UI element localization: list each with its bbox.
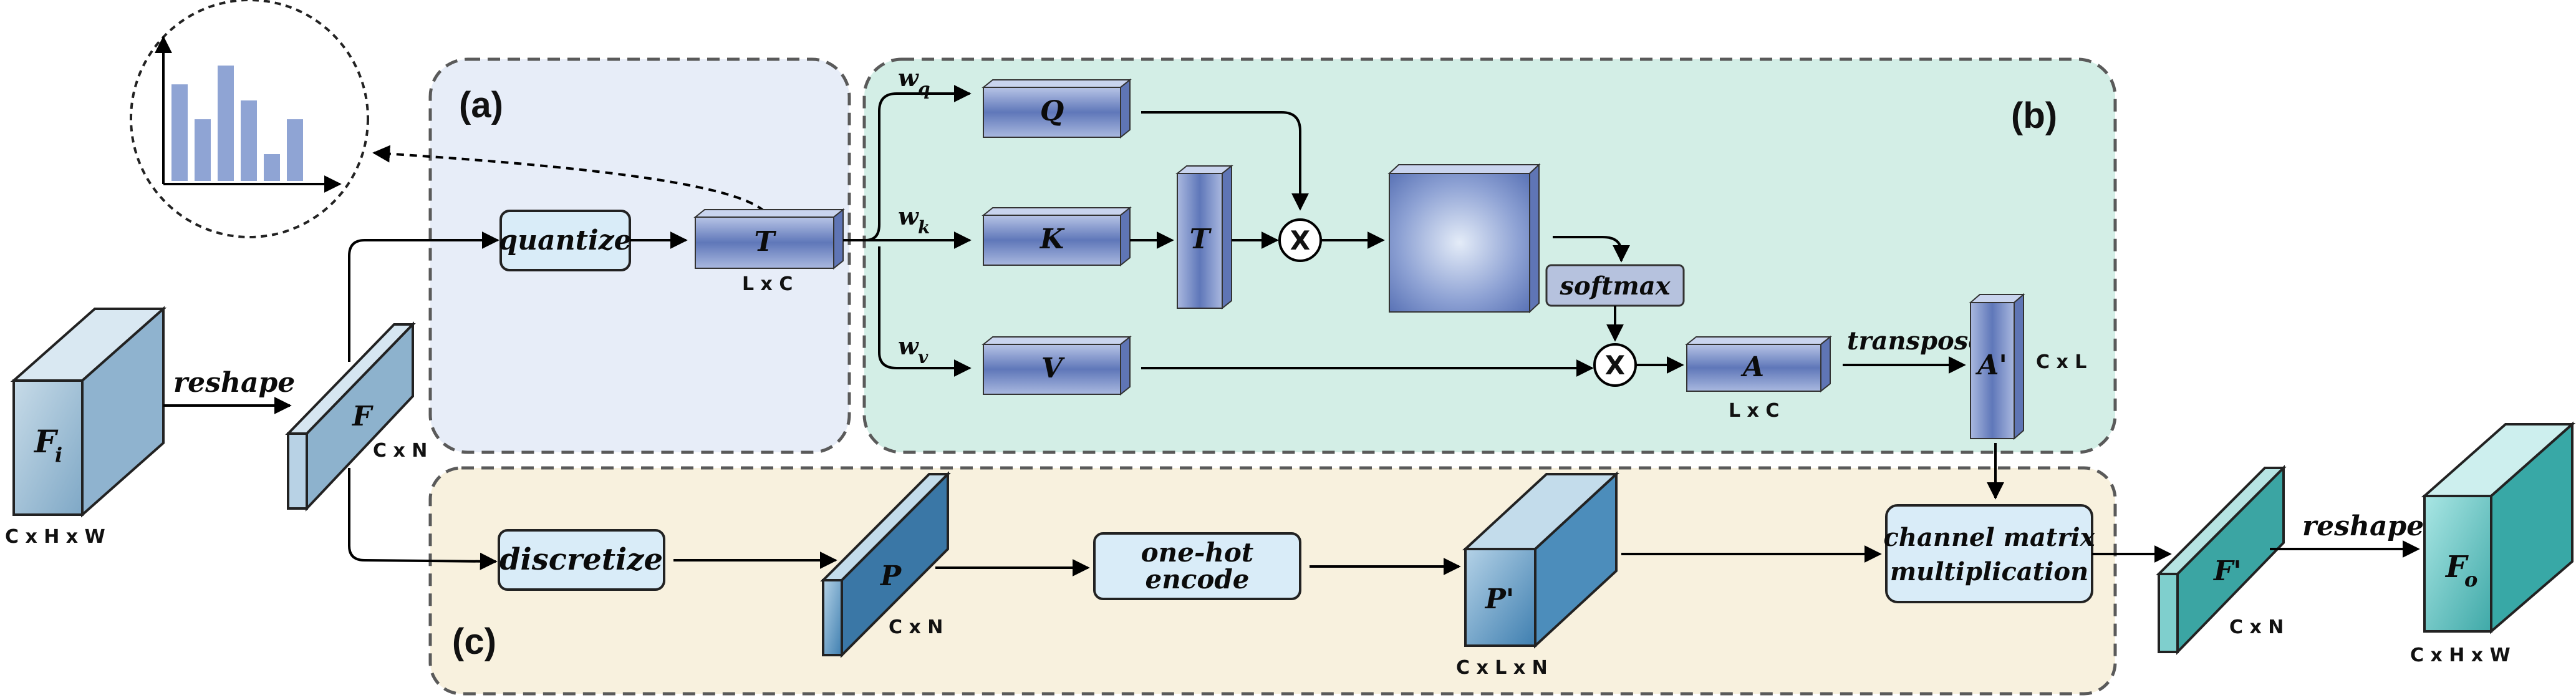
pprime-label: P' <box>1484 583 1515 615</box>
discretize-label: discretize <box>499 542 663 577</box>
q-block: Q <box>982 78 1132 139</box>
edge-t-to-histogram <box>372 145 765 212</box>
aprime-dims: C x L <box>2036 351 2086 373</box>
discretize-box <box>498 529 665 591</box>
kt-label: T <box>1190 223 1212 255</box>
fo-label: F <box>2444 550 2469 585</box>
edge-attention-to-softmax <box>1553 236 1630 263</box>
softmax-label: softmax <box>1560 271 1671 301</box>
histogram-bar <box>218 66 234 181</box>
region-a-panel <box>428 57 851 454</box>
a-dims: L x C <box>1729 400 1779 422</box>
histogram-bar <box>171 84 188 181</box>
svg-text:q: q <box>918 79 930 99</box>
channel-label-line1: channel matrix <box>1884 523 2096 552</box>
fi-label: F <box>33 423 59 460</box>
histogram-bar <box>241 100 257 181</box>
q-label: Q <box>1040 95 1064 127</box>
fi-subscript: i <box>55 443 62 467</box>
histogram-bar <box>195 119 211 181</box>
aprime-block: A' <box>1969 293 2025 440</box>
a-label: A <box>1740 351 1764 383</box>
p-label: P <box>879 560 902 592</box>
t-dims: L x C <box>742 273 793 295</box>
onehot-label-line2: encode <box>1146 564 1250 595</box>
channel-multiply-box <box>1885 504 2093 603</box>
onehot-label-line1: one-hot <box>1141 537 1254 568</box>
svg-text:X: X <box>1605 350 1625 381</box>
fi-cube: F i <box>10 306 167 518</box>
attention-map <box>1387 163 1541 314</box>
fprime-slab: F' <box>2156 465 2287 655</box>
pprime-dims: C x L x N <box>1456 657 1548 679</box>
v-block: V <box>982 335 1132 396</box>
histogram-bars <box>171 66 303 181</box>
wk-label: w k <box>898 202 930 238</box>
wq-label: w q <box>898 64 930 99</box>
v-label: V <box>1041 352 1065 384</box>
fo-subscript: o <box>2464 568 2477 591</box>
fprime-dims: C x N <box>2229 616 2284 638</box>
pprime-cube: P' <box>1462 471 1620 649</box>
edge-f-to-discretize <box>348 468 498 570</box>
region-c-label: (c) <box>452 621 496 662</box>
kt-block: T <box>1175 164 1233 310</box>
f-dims: C x N <box>373 440 427 462</box>
edge-t-to-v <box>878 246 972 377</box>
multiply-op-2: X <box>1593 343 1637 387</box>
aprime-label: A' <box>1975 349 2007 381</box>
fo-cube: F o <box>2421 421 2576 634</box>
fprime-label: F' <box>2212 555 2242 587</box>
svg-text:X: X <box>1290 225 1310 256</box>
svg-text:w: w <box>898 332 919 360</box>
histogram-inset <box>130 0 369 238</box>
p-slab: P <box>820 471 951 658</box>
onehot-box <box>1093 532 1301 600</box>
a-block: A <box>1685 335 1832 393</box>
p-dims: C x N <box>889 616 943 638</box>
multiply-op-1: X <box>1278 218 1322 262</box>
f-label: F <box>351 401 374 432</box>
wv-label: w v <box>898 332 929 367</box>
fi-dims: C x H x W <box>5 526 105 548</box>
channel-label-line2: multiplication <box>1890 557 2088 586</box>
t-label: T <box>755 226 777 258</box>
svg-text:w: w <box>898 202 919 230</box>
f-slab: F <box>285 321 416 512</box>
edge-q-to-multiply <box>1141 111 1309 211</box>
k-label: K <box>1039 223 1065 255</box>
edge-f-to-quantize <box>348 231 499 362</box>
t-block: T <box>693 208 845 270</box>
reshape-out-label: reshape <box>2302 510 2424 542</box>
histogram-bar <box>287 119 303 181</box>
reshape-in-label: reshape <box>173 367 295 399</box>
fo-dims: C x H x W <box>2410 644 2511 666</box>
region-a-label: (a) <box>459 85 503 125</box>
histogram-bar <box>264 154 280 181</box>
svg-text:v: v <box>918 347 929 367</box>
quantize-label: quantize <box>498 225 631 256</box>
k-block: K <box>982 206 1132 267</box>
svg-text:k: k <box>918 217 930 238</box>
transpose-label: transpose <box>1847 326 1984 356</box>
region-b-label: (b) <box>2011 95 2057 136</box>
svg-text:w: w <box>898 64 919 92</box>
